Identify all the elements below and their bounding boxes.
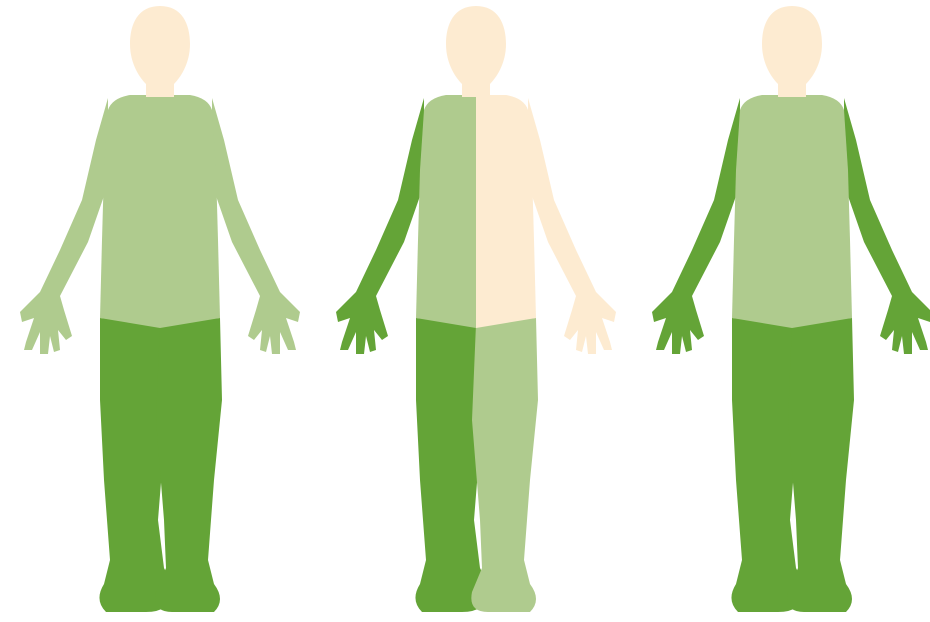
body-figure-2 bbox=[316, 0, 626, 622]
body-figure-svg bbox=[0, 0, 310, 622]
right-arm-region bbox=[844, 98, 930, 354]
left-arm-region bbox=[20, 98, 108, 354]
body-figure-1 bbox=[0, 0, 310, 622]
left-arm-region bbox=[652, 98, 740, 354]
head-region bbox=[446, 6, 506, 97]
body-figure-svg bbox=[632, 0, 930, 622]
right-leg-region bbox=[471, 318, 538, 612]
right-leg-region bbox=[787, 318, 854, 612]
head-region bbox=[130, 6, 190, 97]
torso-right-region bbox=[792, 95, 852, 328]
torso-left-region bbox=[732, 95, 792, 328]
left-arm-region bbox=[336, 98, 424, 354]
right-arm-region bbox=[212, 98, 300, 354]
torso-left-region bbox=[416, 95, 476, 328]
head-region bbox=[762, 6, 822, 97]
right-arm-region bbox=[528, 98, 616, 354]
body-figure-svg bbox=[316, 0, 626, 622]
torso-left-region bbox=[100, 95, 160, 328]
torso-right-region bbox=[160, 95, 220, 328]
right-leg-region bbox=[155, 318, 222, 612]
torso-right-region bbox=[476, 95, 536, 328]
body-figure-3 bbox=[632, 0, 930, 622]
